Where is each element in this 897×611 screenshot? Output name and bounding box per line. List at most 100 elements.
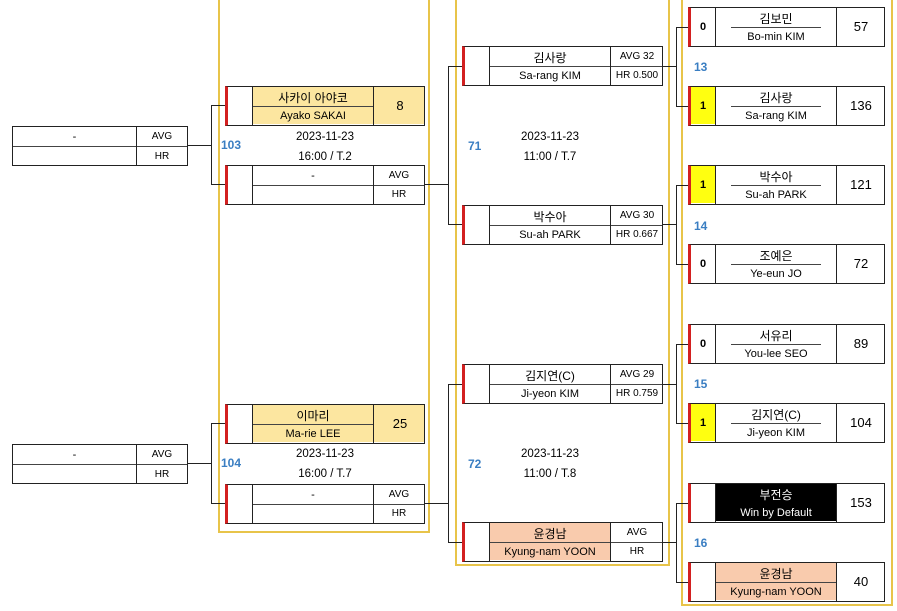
divider <box>610 365 611 403</box>
r1-player-slot[interactable]: - AVG HR <box>225 165 425 205</box>
player-name-korean: 윤경남 <box>490 523 610 543</box>
connector <box>663 66 677 67</box>
match-date: 2023-11-23 <box>296 131 354 143</box>
score: 40 <box>853 574 869 589</box>
score: 136 <box>850 98 872 113</box>
divider <box>489 47 490 85</box>
match-date: 2023-11-23 <box>521 131 579 143</box>
player-name-korean: 김지연(C) <box>751 407 801 422</box>
match-schedule: 2023-11-23 16:00 / T.7 <box>240 444 410 484</box>
divider <box>731 423 821 424</box>
r2-player-slot[interactable]: 김사랑 Sa-rang KIM AVG 32 HR 0.500 <box>462 46 663 86</box>
hr-label: HR <box>629 546 645 557</box>
r3-player-slot[interactable]: 1 김사랑 Sa-rang KIM 136 <box>688 86 885 126</box>
match-number: 16 <box>694 536 708 550</box>
avg-value: AVG 32 <box>619 51 655 62</box>
connector <box>211 423 212 504</box>
r3-player-slot[interactable]: 1 박수아 Su-ah PARK 121 <box>688 165 885 205</box>
divider <box>836 87 837 125</box>
connector <box>211 105 212 185</box>
player-name: - <box>72 448 77 461</box>
divider <box>836 563 837 601</box>
sets-won: 1 <box>691 87 715 124</box>
connector <box>211 423 225 424</box>
connector <box>448 66 449 225</box>
match-number: 104 <box>221 456 242 470</box>
divider <box>489 523 490 561</box>
score: 72 <box>853 256 869 271</box>
divider <box>731 185 821 186</box>
player-name-korean: 박수아 <box>533 209 567 224</box>
r3-player-slot[interactable]: 1 김지연(C) Ji-yeon KIM 104 <box>688 403 885 443</box>
connector <box>211 105 225 106</box>
match-time-table: 16:00 / T.7 <box>298 468 352 480</box>
player-name-english: Ayako SAKAI <box>253 107 373 124</box>
divider <box>136 127 137 165</box>
divider <box>731 264 821 265</box>
player-name-english: You-lee SEO <box>744 347 808 360</box>
divider <box>253 424 373 425</box>
sets-won: 0 <box>699 20 707 33</box>
connector <box>676 185 677 265</box>
divider <box>136 445 137 483</box>
r1-player-slot[interactable]: 이마리 Ma-rie LEE 25 <box>225 404 425 444</box>
r1-player-slot[interactable]: 사카이 아야코 Ayako SAKAI 8 <box>225 86 425 126</box>
match-time-table: 11:00 / T.7 <box>523 151 577 163</box>
player-name-english: Ji-yeon KIM <box>520 387 580 400</box>
connector <box>425 184 449 185</box>
connector <box>448 542 462 543</box>
match-number: 72 <box>468 457 482 471</box>
player-name: - <box>72 130 77 143</box>
divider <box>252 166 253 204</box>
sets-won <box>691 484 715 521</box>
player-name-korean: 윤경남 <box>716 563 836 583</box>
r2-player-slot[interactable]: 김지연(C) Ji-yeon KIM AVG 29 HR 0.759 <box>462 364 663 404</box>
r0-player-slot-1[interactable]: - AVG HR <box>12 126 188 166</box>
match-number: 14 <box>694 219 708 233</box>
divider <box>252 485 253 523</box>
r3-player-slot[interactable]: 윤경남 Kyung-nam YOON 40 <box>688 562 885 602</box>
divider <box>490 225 662 226</box>
player-name-korean: 김사랑 <box>759 90 793 105</box>
divider <box>253 504 424 505</box>
divider <box>610 47 611 85</box>
r0-player-slot-2[interactable]: - AVG HR <box>12 444 188 484</box>
r3-player-slot[interactable]: 0 김보민 Bo-min KIM 57 <box>688 7 885 47</box>
divider <box>490 542 662 543</box>
divider <box>373 87 374 125</box>
match-schedule: 2023-11-23 16:00 / T.2 <box>240 127 410 167</box>
r1-player-slot[interactable]: - AVG HR <box>225 484 425 524</box>
divider <box>373 166 374 204</box>
divider <box>715 8 716 46</box>
r3-player-slot[interactable]: 0 조예은 Ye-eun JO 72 <box>688 244 885 284</box>
connector <box>676 423 688 424</box>
player-name-english: Kyung-nam YOON <box>716 583 836 600</box>
r3-player-slot[interactable]: 부전승 Win by Default 153 <box>688 483 885 523</box>
connector <box>663 542 677 543</box>
divider <box>610 206 611 244</box>
player-name-korean: 사카이 아야코 <box>253 87 373 107</box>
score: 153 <box>850 495 872 510</box>
round1-panel <box>218 0 430 533</box>
r3-player-slot[interactable]: 0 서유리 You-lee SEO 89 <box>688 324 885 364</box>
match-schedule: 2023-11-23 11:00 / T.7 <box>490 127 610 167</box>
player-name-korean: 김지연(C) <box>525 368 575 383</box>
score: 25 <box>374 405 424 442</box>
connector <box>676 344 688 345</box>
connector <box>425 503 449 504</box>
player-name: - <box>311 488 315 501</box>
r2-player-slot[interactable]: 윤경남 Kyung-nam YOON AVG HR <box>462 522 663 562</box>
connector <box>663 384 677 385</box>
divider <box>373 405 374 443</box>
divider <box>13 146 187 147</box>
hr-value: HR 0.667 <box>615 229 659 240</box>
round3-panel <box>681 0 893 606</box>
r2-player-slot[interactable]: 박수아 Su-ah PARK AVG 30 HR 0.667 <box>462 205 663 245</box>
divider <box>731 27 821 28</box>
sets-won <box>691 563 715 600</box>
score: 89 <box>853 336 869 351</box>
match-number: 15 <box>694 377 708 391</box>
divider <box>715 325 716 363</box>
divider <box>836 8 837 46</box>
hr-value: HR 0.500 <box>615 70 659 81</box>
